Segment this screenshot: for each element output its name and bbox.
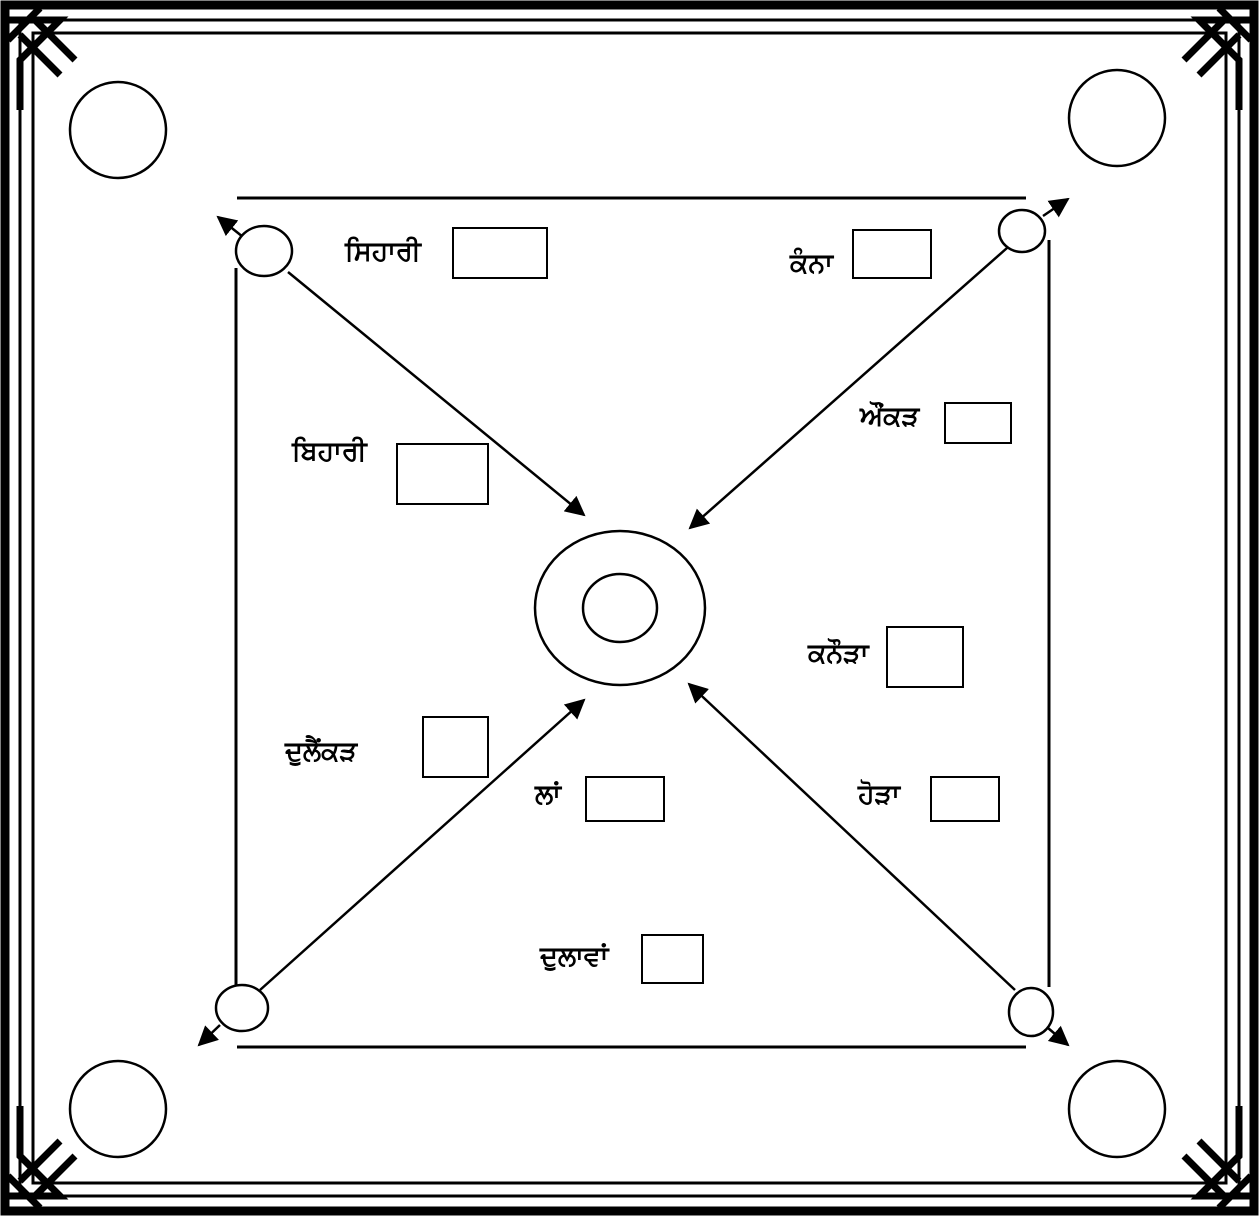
arrow-br-outward [1048, 1028, 1068, 1045]
arrow-br-to-center [689, 684, 1015, 990]
answer-box-dulavan[interactable] [641, 934, 704, 984]
pocket-top-left [70, 82, 166, 178]
label-aunkar: ਔਂਕੜ [860, 403, 919, 430]
baseline-circle-bottom-right [1009, 988, 1053, 1036]
pocket-bottom-left [70, 1061, 166, 1157]
corner-ornament-bottom-right [1184, 1106, 1251, 1208]
pocket-bottom-right [1069, 1061, 1165, 1157]
label-kanaura: ਕਨੌੜਾ [808, 640, 869, 667]
answer-box-hora[interactable] [930, 776, 1000, 822]
label-kanna: ਕੰਨਾ [790, 250, 833, 277]
pocket-top-right [1069, 70, 1165, 166]
answer-box-dulainkar[interactable] [422, 716, 489, 778]
answer-box-laan[interactable] [585, 776, 665, 822]
baseline-circle-top-left [236, 226, 292, 276]
arrow-tr-to-center [690, 248, 1007, 528]
label-dulavan: ਦੁਲਾਵਾਂ [540, 943, 608, 970]
arrow-tr-outward [1043, 199, 1068, 216]
corner-ornament-top-left [8, 8, 75, 110]
label-sihari: ਸਿਹਾਰੀ [345, 238, 421, 265]
baselines [236, 198, 1049, 1047]
label-hora: ਹੋੜਾ [858, 781, 900, 808]
label-bihari: ਬਿਹਾਰੀ [292, 438, 367, 465]
answer-box-kanna[interactable] [852, 229, 932, 279]
baseline-circle-bottom-left [216, 985, 268, 1031]
corner-ornament-bottom-left [8, 1106, 75, 1208]
arrow-tl-outward [218, 217, 243, 237]
center-circle-outer [535, 531, 705, 685]
board-frame [5, 5, 1254, 1211]
answer-box-kanaura[interactable] [886, 626, 964, 688]
baseline-circle-top-right [999, 210, 1045, 252]
answer-box-sihari[interactable] [452, 227, 548, 279]
answer-box-aunkar[interactable] [944, 402, 1012, 444]
corner-ornament-top-right [1184, 8, 1251, 110]
answer-box-bihari[interactable] [396, 443, 489, 505]
center-circle-inner [583, 574, 657, 642]
label-dulainkar: ਦੁਲੈਂਕੜ [285, 738, 357, 765]
label-laan: ਲਾਂ [535, 781, 561, 808]
arrow-bl-outward [199, 1025, 220, 1045]
